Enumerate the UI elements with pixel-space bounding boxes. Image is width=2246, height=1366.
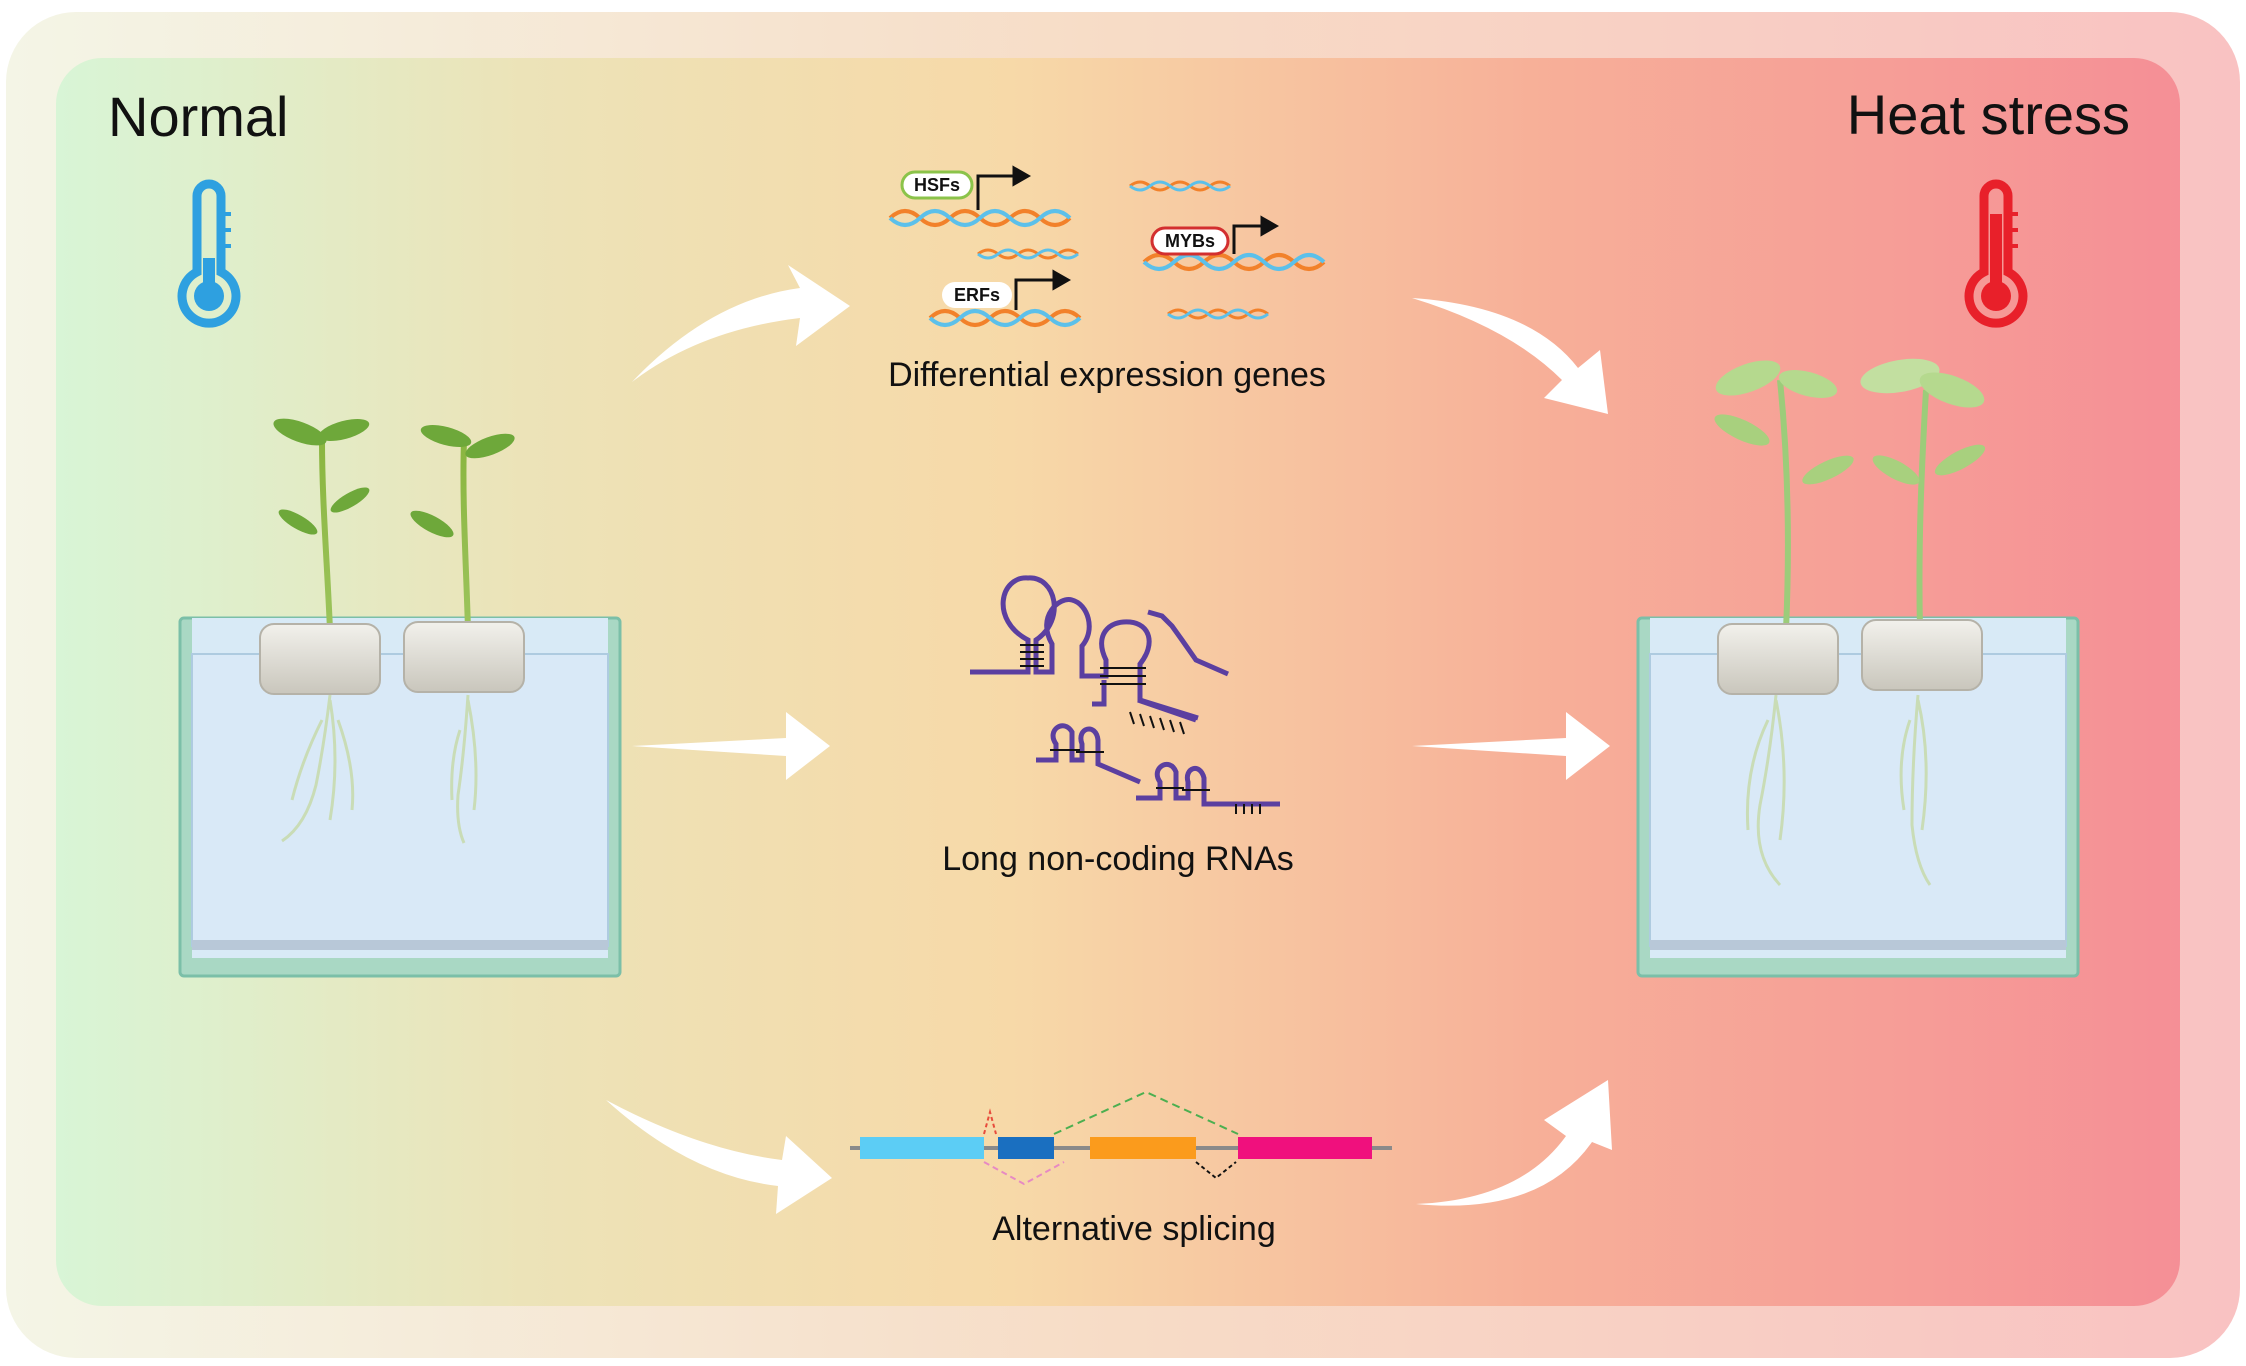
junction-black (1195, 1161, 1237, 1180)
promoter-arrows (976, 165, 1280, 310)
arrow-lncrna-to-heat (1412, 712, 1610, 780)
tag-erfs-label: ERFs (954, 285, 1000, 305)
normal-hydroponic-tank (178, 616, 622, 978)
arrow-normal-to-lncrna (632, 712, 830, 780)
arrow-deg-to-heat (1412, 298, 1608, 414)
exon-4 (1238, 1137, 1372, 1159)
tag-hsfs: HSFs (900, 170, 974, 200)
exon-1 (860, 1137, 984, 1159)
junction-green (1053, 1090, 1239, 1135)
lncrna-structures (970, 575, 1280, 807)
inner-panel (56, 58, 2180, 1306)
arrow-normal-to-deg (632, 265, 850, 382)
deg-dna-group (888, 180, 1326, 327)
flow-arrows (606, 265, 1612, 1214)
arrow-normal-to-splicing (606, 1100, 832, 1214)
junction-pink (983, 1161, 1065, 1186)
cold-thermometer-icon (177, 179, 241, 328)
lncrna-stems (1020, 644, 1261, 814)
junction-red (983, 1108, 997, 1135)
heat-stressed-seedlings (1714, 358, 1986, 887)
splicing-label: Alternative splicing (992, 1210, 1275, 1248)
lncrna-label: Long non-coding RNAs (942, 840, 1294, 878)
deg-label: Differential expression genes (888, 356, 1326, 394)
tag-mybs-label: MYBs (1165, 231, 1215, 251)
normal-title: Normal (108, 85, 288, 148)
exon-3 (1090, 1137, 1196, 1159)
normal-seedlings (259, 418, 525, 844)
exon-2 (998, 1137, 1054, 1159)
splicing-gene-model (850, 1090, 1392, 1186)
hot-thermometer-icon (1964, 179, 2028, 328)
tag-hsfs-label: HSFs (914, 175, 960, 195)
tag-erfs: ERFs (942, 282, 1012, 308)
heat-hydroponic-tank (1636, 616, 2080, 978)
heat-stress-title: Heat stress (1847, 83, 2130, 146)
tag-mybs: MYBs (1150, 226, 1230, 256)
arrow-splicing-to-heat (1416, 1080, 1612, 1206)
